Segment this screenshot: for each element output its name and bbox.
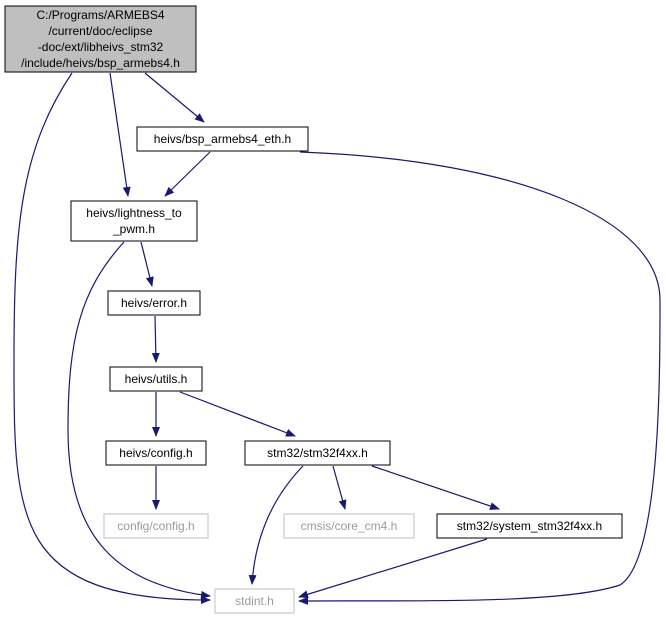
node-label: stm32/system_stm32f4xx.h	[457, 519, 602, 533]
node-box	[214, 588, 295, 614]
node-box	[283, 513, 415, 539]
node-box	[109, 366, 203, 392]
node-box	[436, 513, 623, 539]
node-bsp-eth[interactable]: heivs/bsp_armebs4_eth.h	[136, 126, 309, 152]
node-label: /current/doc/eclipse	[48, 24, 152, 38]
node-label: cmsis/core_cm4.h	[301, 519, 398, 533]
edge-lightness-to-error	[140, 241, 154, 287]
edge-bsp_eth-to-lightness	[164, 151, 211, 197]
node-utils[interactable]: heivs/utils.h	[109, 366, 203, 392]
node-box	[105, 440, 207, 466]
node-box	[70, 200, 198, 242]
node-system-stm32[interactable]: stm32/system_stm32f4xx.h	[436, 513, 623, 539]
node-label: /include/heivs/bsp_armebs4.h	[21, 56, 180, 70]
node-error[interactable]: heivs/error.h	[107, 290, 201, 316]
node-label: C:/Programs/ARMEBS4	[36, 8, 164, 22]
edge-stm32f4xx-to-core_cm4	[332, 465, 347, 510]
edge-root-to-lightness	[109, 72, 131, 197]
node-stm32f4xx[interactable]: stm32/stm32f4xx.h	[244, 440, 391, 466]
edge-utils-to-stm32f4xx	[179, 391, 296, 437]
node-box	[107, 290, 201, 316]
node-label: config/config.h	[117, 519, 194, 533]
node-label: _pwm.h	[112, 222, 155, 236]
node-label: heivs/utils.h	[125, 372, 188, 386]
node-stdint: stdint.h	[214, 588, 295, 614]
edge-root-to-bsp_eth	[144, 72, 205, 123]
edge-error-to-utils	[151, 315, 160, 363]
node-config-h[interactable]: heivs/config.h	[105, 440, 207, 466]
edge-stm32f4xx-to-stdint	[248, 465, 304, 585]
node-label: heivs/lightness_to	[86, 206, 182, 220]
node-box	[244, 440, 391, 466]
node-box	[103, 513, 209, 539]
node-label: heivs/config.h	[119, 446, 192, 460]
edge-lightness-to-stdint	[67, 241, 211, 599]
node-core-cm4: cmsis/core_cm4.h	[283, 513, 415, 539]
node-box	[136, 126, 309, 152]
node-label: stdint.h	[235, 594, 274, 608]
node-root[interactable]: C:/Programs/ARMEBS4/current/doc/eclipse -…	[4, 5, 197, 73]
node-label: heivs/error.h	[121, 296, 187, 310]
edge-stm32f4xx-to-system_stm32	[371, 465, 500, 510]
node-box	[4, 5, 197, 73]
edge-system_stm32-to-stdint	[298, 538, 488, 599]
node-label: stm32/stm32f4xx.h	[267, 446, 368, 460]
node-lightness[interactable]: heivs/lightness_to _pwm.h	[70, 200, 198, 242]
node-label: -doc/ext/libheivs_stm32	[38, 40, 164, 54]
node-config-config: config/config.h	[103, 513, 209, 539]
edge-bsp_eth-to-stdint	[298, 151, 661, 605]
edge-root-to-stdint	[13, 72, 211, 604]
node-label: heivs/bsp_armebs4_eth.h	[154, 132, 291, 146]
